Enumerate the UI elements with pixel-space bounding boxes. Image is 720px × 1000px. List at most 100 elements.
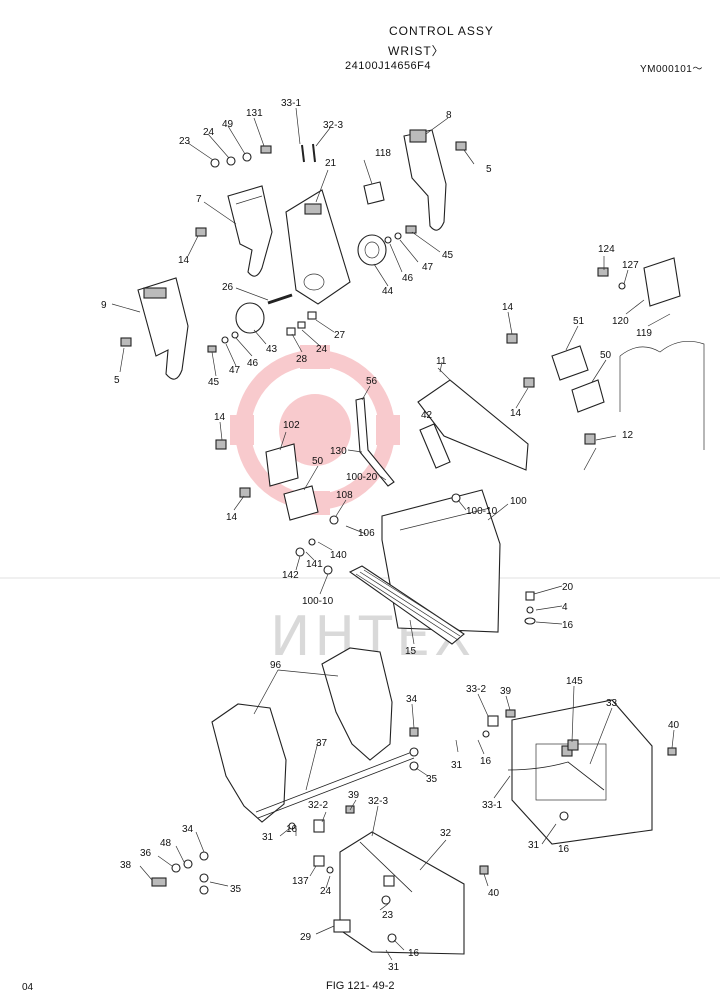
- title-line-1: CONTROL ASSY: [389, 24, 494, 38]
- serial-range: YM000101〜: [640, 64, 703, 75]
- disc-44: [357, 234, 387, 266]
- callout-96: 96: [270, 660, 282, 671]
- callout-14c: 14: [510, 408, 522, 419]
- callout-24c: 24: [320, 886, 332, 897]
- callout-35a: 35: [426, 774, 438, 785]
- callout-32: 32: [440, 828, 452, 839]
- callout-33-1a: 33-1: [281, 98, 301, 109]
- callout-14d: 14: [214, 412, 226, 423]
- callout-40b: 40: [488, 888, 500, 899]
- callout-118: 118: [375, 148, 391, 159]
- callout-100: 100: [510, 496, 527, 507]
- callout-16b: 16: [480, 756, 492, 767]
- bracket-50-left: [239, 485, 319, 521]
- small-fasteners-top: [120, 141, 467, 353]
- callout-23b: 23: [382, 910, 394, 921]
- callout-24a: 24: [203, 127, 215, 138]
- callout-31a: 31: [451, 760, 463, 771]
- callout-34a: 34: [406, 694, 418, 705]
- callout-42: 42: [421, 410, 433, 421]
- callout-39a: 39: [500, 686, 512, 697]
- callout-34b: 34: [182, 824, 194, 835]
- callout-47b: 47: [229, 365, 241, 376]
- shaft-37: [255, 751, 415, 819]
- callout-27: 27: [334, 330, 346, 341]
- callout-100-20: 100-20: [346, 472, 378, 483]
- callout-33: 33: [606, 698, 618, 709]
- bracket-21: [285, 189, 351, 305]
- bracket-102: [215, 439, 299, 487]
- callout-33-2: 33-2: [466, 684, 486, 695]
- callout-50b: 50: [312, 456, 324, 467]
- callout-9: 9: [101, 300, 107, 311]
- base-100: [381, 489, 501, 633]
- callout-31c: 31: [528, 840, 540, 851]
- callout-50a: 50: [600, 350, 612, 361]
- callout-39b: 39: [348, 790, 360, 801]
- callout-21: 21: [325, 158, 337, 169]
- lever-8: [403, 129, 447, 231]
- callout-5a: 5: [486, 164, 492, 175]
- grille-15: [348, 565, 465, 645]
- callout-106: 106: [358, 528, 375, 539]
- page-number: 04: [22, 982, 34, 993]
- callout-31b: 31: [262, 832, 274, 843]
- figure-reference: FIG 121- 49-2: [326, 980, 395, 992]
- cover-96-left: [211, 703, 287, 823]
- callout-108: 108: [336, 490, 353, 501]
- callout-31d: 31: [388, 962, 400, 973]
- cable-33: [507, 745, 605, 791]
- lever-9: [137, 277, 189, 380]
- callout-33-1b: 33-1: [482, 800, 502, 811]
- callout-11: 11: [436, 356, 447, 367]
- disc-43: [235, 302, 265, 334]
- callout-38: 38: [120, 860, 132, 871]
- console-frame-right: [619, 341, 705, 450]
- block-118: [363, 181, 385, 205]
- callout-51: 51: [573, 316, 585, 327]
- callout-labels: 23 24 49 131 33-1 32-3 8 5 7 21 118 14 4…: [101, 98, 680, 973]
- bracket-51: [506, 333, 589, 381]
- callout-7: 7: [196, 194, 202, 205]
- callout-35b: 35: [230, 884, 242, 895]
- callout-40a: 40: [668, 720, 680, 731]
- callout-46b: 46: [247, 358, 259, 369]
- callout-48: 48: [160, 838, 172, 849]
- callout-56: 56: [366, 376, 378, 387]
- callout-43: 43: [266, 344, 278, 355]
- callout-45b: 45: [208, 377, 220, 388]
- cover-96-right: [321, 647, 393, 761]
- callout-127: 127: [622, 260, 639, 271]
- callout-124: 124: [598, 244, 615, 255]
- callout-16a: 16: [562, 620, 574, 631]
- callout-131: 131: [246, 108, 263, 119]
- bracket-32: [339, 831, 465, 955]
- callout-44: 44: [382, 286, 394, 297]
- callout-16e: 16: [408, 948, 420, 959]
- callout-32-3b: 32-3: [368, 796, 388, 807]
- callout-4: 4: [562, 602, 568, 613]
- callout-14e: 14: [226, 512, 238, 523]
- callout-32-3a: 32-3: [323, 120, 343, 131]
- pin-26: [267, 293, 293, 305]
- callout-100-10b: 100-10: [302, 596, 334, 607]
- callout-20: 20: [562, 582, 574, 593]
- callout-14a: 14: [178, 255, 190, 266]
- callout-36: 36: [140, 848, 152, 859]
- leader-lines: [111, 107, 675, 961]
- callout-37: 37: [316, 738, 328, 749]
- callout-140: 140: [330, 550, 347, 561]
- callout-15: 15: [405, 646, 417, 657]
- plate-119: [597, 257, 681, 307]
- callout-16c: 16: [286, 824, 298, 835]
- callout-102: 102: [283, 420, 300, 431]
- callout-32-2: 32-2: [308, 800, 328, 811]
- callout-130: 130: [330, 446, 347, 457]
- callout-26: 26: [222, 282, 234, 293]
- callout-12: 12: [622, 430, 634, 441]
- callout-141: 141: [306, 559, 323, 570]
- callout-119: 119: [636, 328, 652, 339]
- callout-16d: 16: [558, 844, 570, 855]
- callout-100-10a: 100-10: [466, 506, 498, 517]
